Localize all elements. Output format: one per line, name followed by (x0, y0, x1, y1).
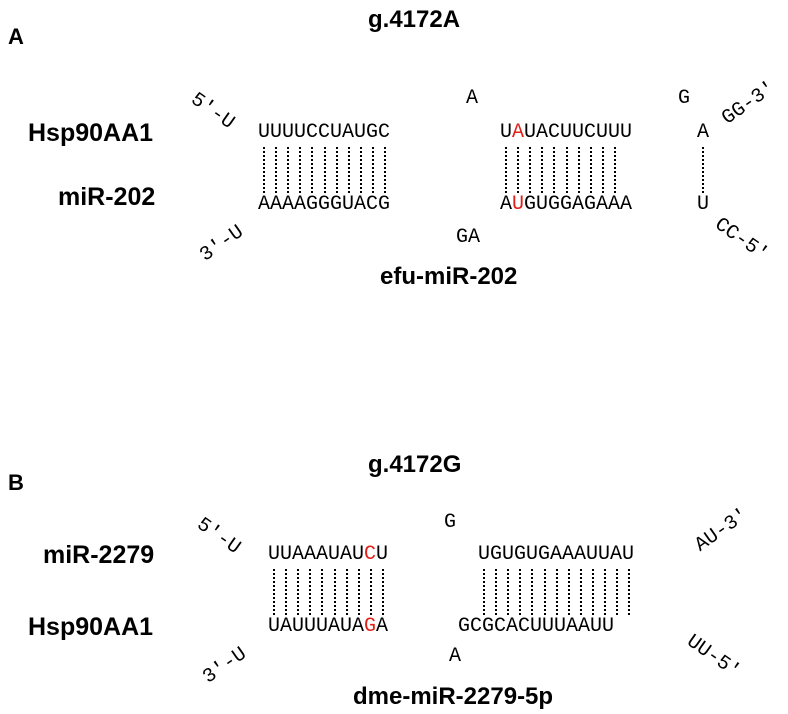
pairing-line (483, 569, 485, 615)
panel-b-mirna-name: dme-miR-2279-5p (353, 683, 554, 710)
pairing-line (384, 147, 386, 193)
pairing-line (371, 147, 374, 193)
pairing-line (335, 147, 338, 193)
pairing-line (565, 147, 568, 193)
panel-b-top-label: miR-2279 (43, 541, 155, 569)
panel-a-bottom-variant: U (512, 193, 525, 216)
pairing-line (285, 569, 288, 615)
pairing-line (613, 147, 616, 193)
pairing-line (333, 569, 336, 615)
pairing-line (553, 147, 556, 193)
pairing-line (381, 569, 384, 615)
pairing-line (347, 147, 350, 193)
panel-a-bottom-label: miR-202 (58, 183, 156, 211)
pairing-line (577, 147, 580, 193)
pairing-line (345, 569, 348, 615)
panel-a-top-label: Hsp90AA1 (28, 119, 154, 147)
pairing-line (275, 147, 278, 193)
panel-b-top-seg1: UUAAAUAUCU (268, 543, 389, 566)
panel-b-bottom-five-prime: UU-5′ (681, 630, 745, 684)
panel-a-bottom-three-prime: 3′-U (195, 220, 249, 268)
pairing-line (567, 569, 570, 615)
pairing-line (604, 569, 606, 615)
panel-b-bottom-variant: G (364, 615, 377, 638)
panel-a-letter: A (8, 24, 24, 49)
panel-b-title: g.4172G (368, 451, 462, 478)
pairing-line (357, 569, 360, 615)
pairing-line (273, 569, 275, 615)
panel-b-letter: B (8, 470, 24, 495)
panel-a-mirna-name: efu-miR-202 (380, 263, 518, 290)
panel-a-bottom-seg1: AAAAGGGUACG (258, 193, 391, 216)
pairing-line (323, 147, 326, 193)
panel-a-top-seg3: A (697, 121, 710, 144)
pairing-line (309, 569, 312, 615)
panel-a-bulge-top-1: A (466, 87, 479, 110)
pairing-line (589, 147, 592, 193)
panel-a-bulge-bottom: GA (456, 226, 481, 249)
panel-a-top-variant: A (512, 121, 525, 144)
panel-b-top-five-prime: 5′-U (191, 513, 245, 560)
pairing-line (517, 147, 520, 193)
panel-b-bottom-seg1: UAUUUAUAGA (268, 615, 389, 638)
panel-a-bottom-seg2: AUGUGGAGAAA (500, 193, 633, 216)
panel-a-bottom-five-prime: CC-5′ (709, 213, 773, 267)
pairing-line (702, 147, 704, 193)
pairing-line (555, 569, 558, 615)
panel-a-top-seg1: UUUUCCUAUGC (258, 121, 391, 144)
panel-b-bottom-seg2: GCGCACUUUAAUU (458, 615, 615, 638)
panel-b-top-three-prime: AU-3′ (690, 503, 754, 558)
panel-b-bulge-top: G (444, 511, 457, 534)
pairing-line (495, 569, 498, 615)
pairing-line (541, 147, 544, 193)
pairing-line (507, 569, 510, 615)
pairing-line (543, 569, 546, 615)
panel-b-top-variant: C (364, 543, 377, 566)
pairing-line (505, 147, 507, 193)
pairing-line (616, 569, 619, 615)
panel-a-bulge-top-2: G (678, 87, 691, 110)
pairing-line (519, 569, 522, 615)
pairing-line (591, 569, 594, 615)
panel-a-top-seg2: UAUACUUCUUU (500, 121, 633, 144)
pairing-line (287, 147, 290, 193)
pairing-line (263, 147, 265, 193)
pairing-line (601, 147, 604, 193)
pairing-line (579, 569, 582, 615)
panel-b-top-seg2: UGUGUGAAAUUAU (478, 543, 635, 566)
panel-a-top-five-prime: 5′-U (185, 88, 239, 135)
panel-b-bottom-three-prime: 3′-U (198, 642, 252, 690)
pairing-line (321, 569, 324, 615)
pairing-line (529, 147, 532, 193)
panel-a-top-three-prime: GG-3′ (717, 76, 781, 131)
pairing-line (359, 147, 362, 193)
pairing-line (531, 569, 534, 615)
pairing-line (628, 569, 631, 615)
pairing-line (299, 147, 302, 193)
pairing-line (311, 147, 314, 193)
panel-a-bottom-seg3: U (697, 193, 710, 216)
pairing-line (369, 569, 372, 615)
pairing-line (297, 569, 300, 615)
panel-b-bulge-bottom: A (449, 645, 462, 668)
panel-b-bottom-label: Hsp90AA1 (28, 613, 154, 641)
panel-a-title: g.4172A (368, 6, 461, 33)
